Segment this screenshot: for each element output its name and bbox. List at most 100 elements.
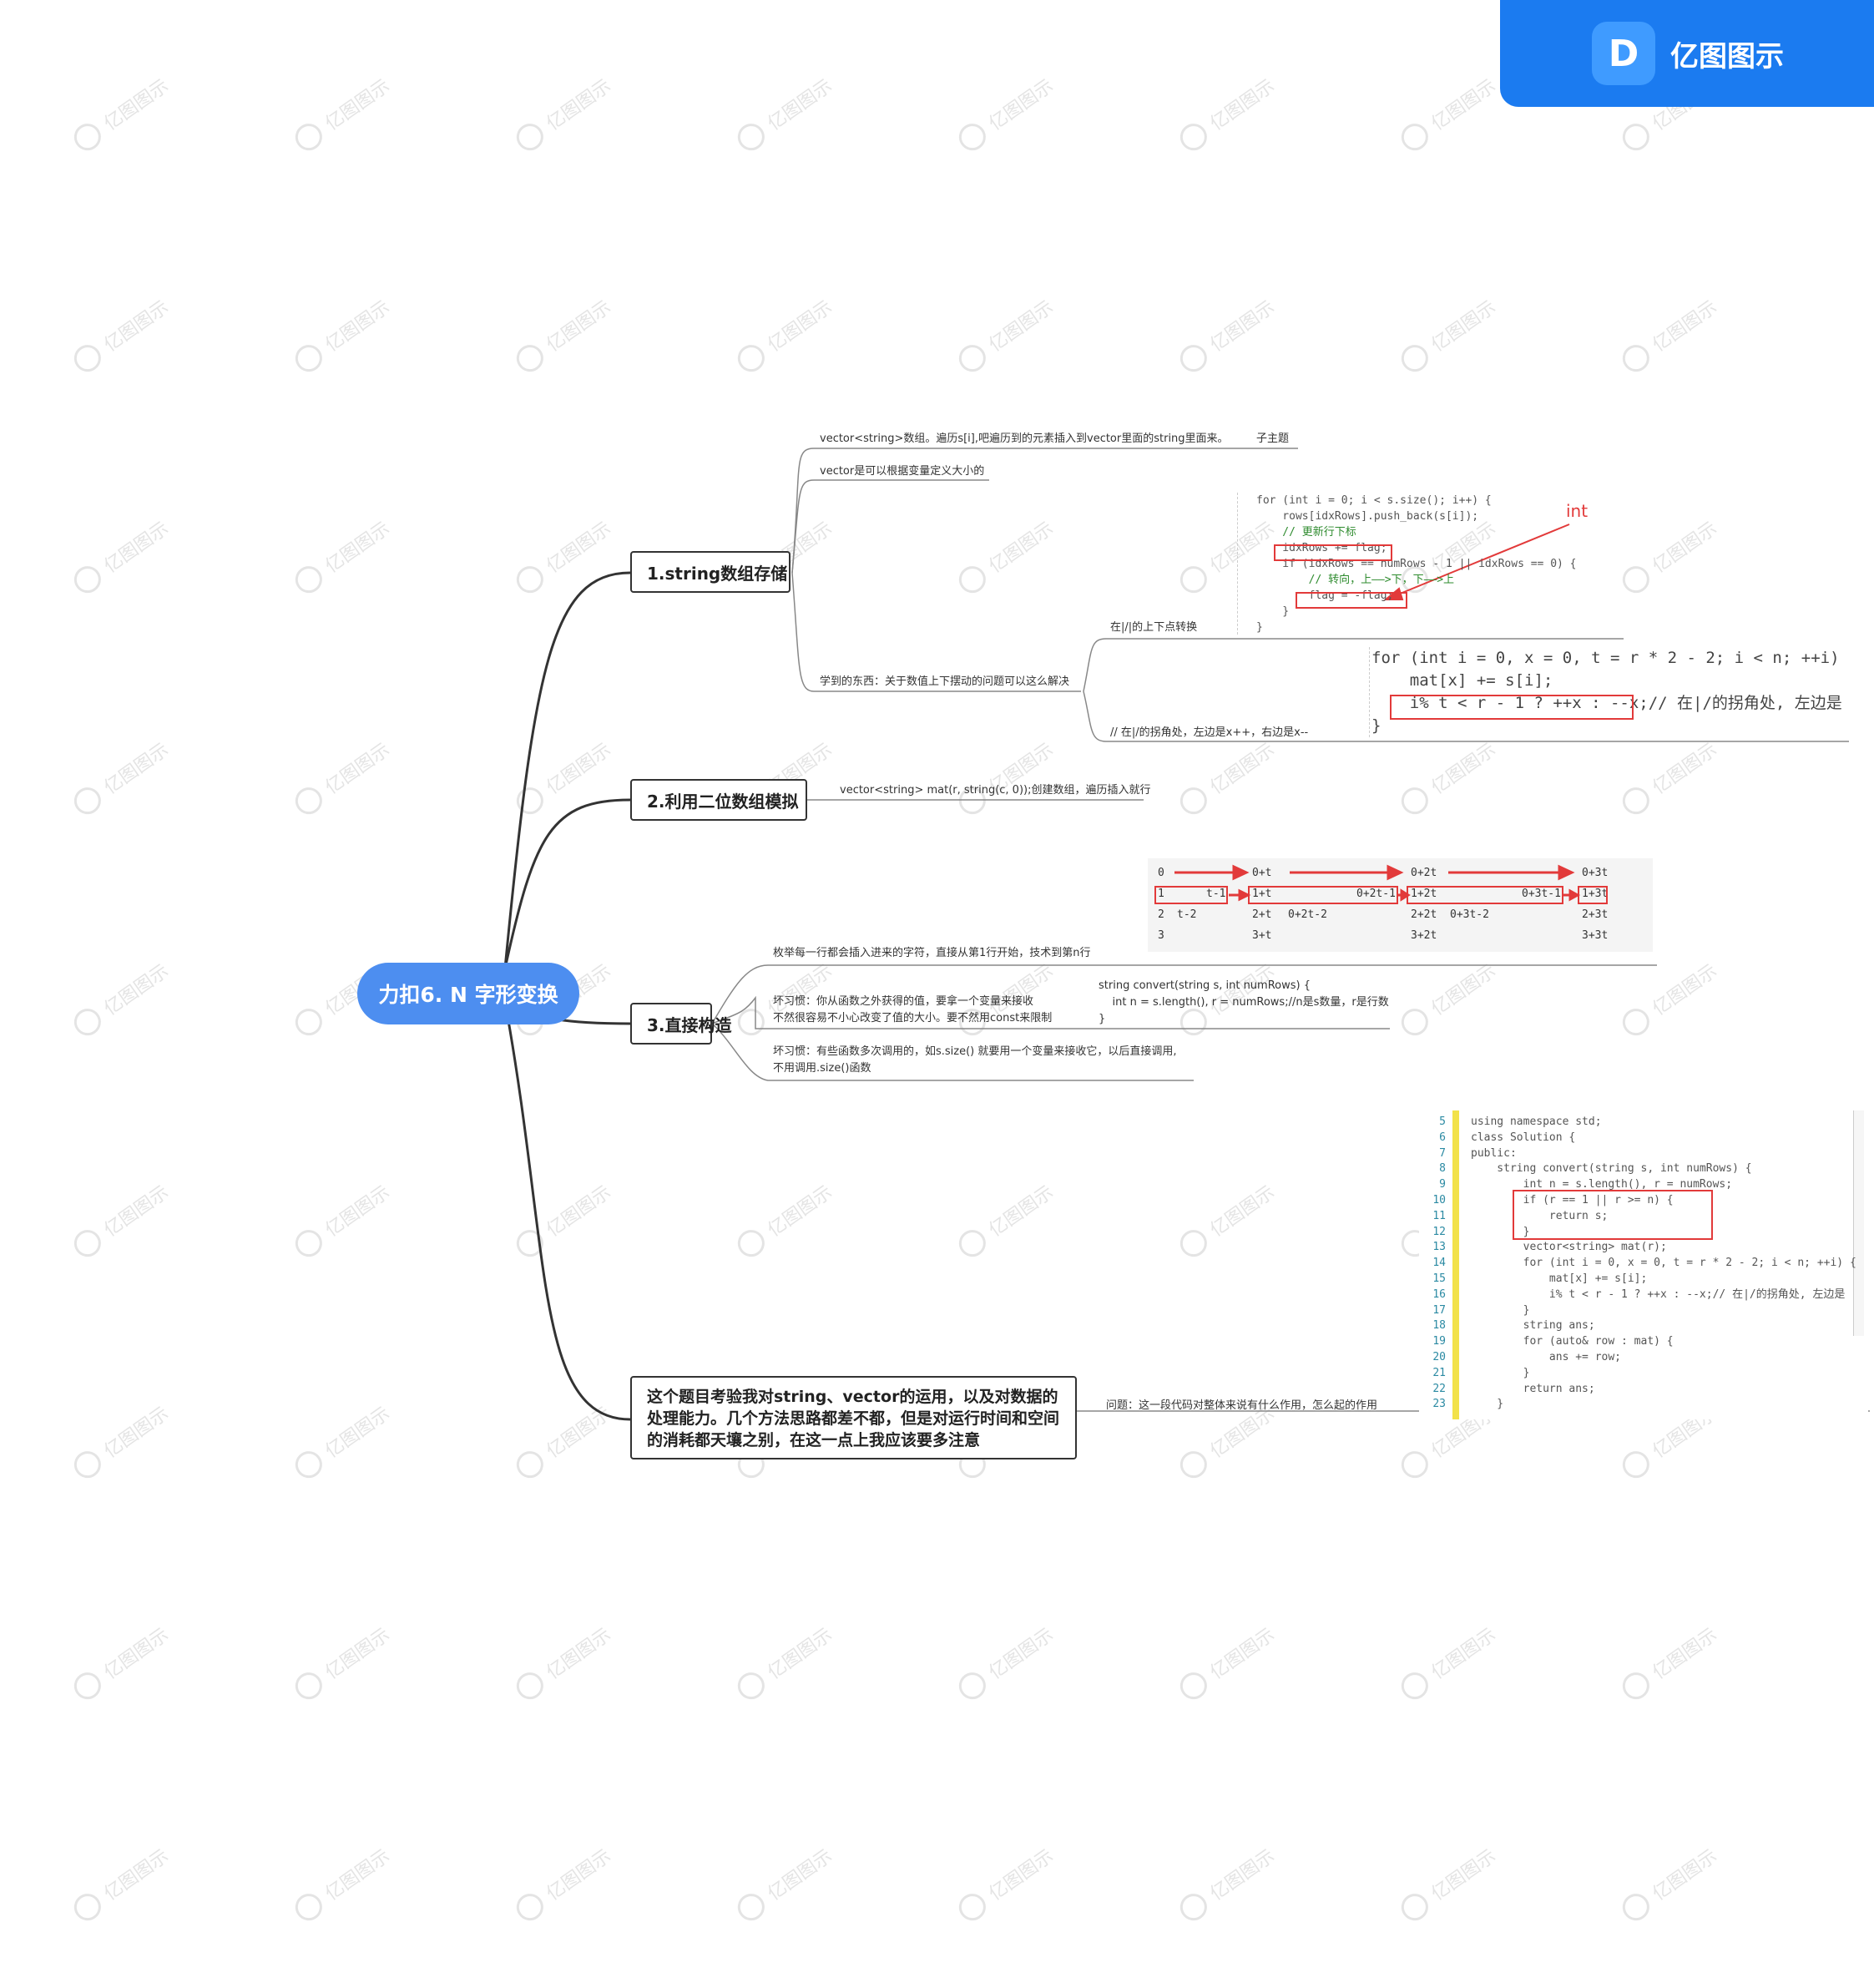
code-line: class Solution { xyxy=(1471,1131,1576,1144)
code-line: mat[x] += s[i]; xyxy=(1471,1272,1648,1285)
subtopic-vector-size[interactable]: vector是可以根据变量定义大小的 xyxy=(820,465,985,478)
line-number: 19 xyxy=(1432,1335,1446,1348)
subtopic-bad-habit-2-line2[interactable]: 不用调用.size()函数 xyxy=(773,1062,871,1075)
code-line: // 转向，上——>下，下——>上 xyxy=(1256,574,1455,586)
code-line: return s; xyxy=(1471,1209,1609,1222)
topic-2d-array[interactable]: 2.利用二位数组模拟 xyxy=(630,779,807,821)
subtopic-learned[interactable]: 学到的东西：关于数值上下摆动的问题可以这么解决 xyxy=(820,675,1070,688)
code-line: } xyxy=(1471,1303,1530,1317)
highlight-early-return xyxy=(1513,1190,1713,1240)
annotation-int: int xyxy=(1566,501,1589,521)
topic-direct-construction[interactable]: 3.直接构造 xyxy=(630,1003,732,1045)
grid-cell: 0+2t xyxy=(1411,867,1437,879)
highlight-idxrows xyxy=(1274,544,1392,561)
line-number: 5 xyxy=(1439,1115,1446,1128)
line-number: 18 xyxy=(1432,1319,1446,1333)
grid-cell: 2+2t xyxy=(1411,908,1437,921)
brand-badge[interactable]: D 亿图图示 xyxy=(1500,0,1874,107)
grid-cell: 3+2t xyxy=(1411,929,1437,942)
code-convert-line3: } xyxy=(1099,1013,1106,1025)
code-line: string ans; xyxy=(1471,1319,1595,1333)
grid-cell: t-2 xyxy=(1177,908,1197,921)
annotation-arrowhead xyxy=(1383,587,1404,600)
line-number: 20 xyxy=(1432,1350,1446,1363)
sub-line-t1-3b xyxy=(1083,690,1849,742)
code-line: string convert(string s, int numRows) { xyxy=(1471,1162,1752,1176)
grid-cell: t-1 xyxy=(1206,888,1226,900)
grid-cell: 1 xyxy=(1158,888,1164,900)
subtopic-bad-habit-1-line1[interactable]: 坏习惯：你从函数之外获得的值，要拿一个变量来接收 xyxy=(773,995,1034,1008)
grid-cell: 1+2t xyxy=(1411,888,1437,900)
editor-gutter-bar xyxy=(1452,1110,1459,1419)
grid-cell: 0 xyxy=(1158,867,1164,879)
line-number: 23 xyxy=(1432,1398,1446,1411)
code-line: public: xyxy=(1471,1146,1517,1160)
subtopic-bad-habit-1-line2[interactable]: 不然很容易不小心改变了值的大小。要不然用const来限制 xyxy=(773,1012,1053,1024)
subtopic-tag[interactable]: 子主题 xyxy=(1256,433,1290,445)
grid-cell: 0+3t-2 xyxy=(1450,908,1489,921)
grid-cell: 1+t xyxy=(1252,888,1272,900)
grid-cell: 2 xyxy=(1158,908,1164,921)
code-line: } xyxy=(1471,1366,1530,1379)
topic-summary[interactable]: 这个题目考验我对string、vector的运用，以及对数据的处理能力。几个方法… xyxy=(630,1376,1077,1459)
grid-cell: 0+2t-2 xyxy=(1288,908,1327,921)
code-line: using namespace std; xyxy=(1471,1115,1602,1128)
subtopic-mat-create[interactable]: vector<string> mat(r, string(c, 0));创建数组… xyxy=(840,784,1151,797)
topic-string-array[interactable]: 1.string数组存储 xyxy=(630,551,791,593)
line-number: 17 xyxy=(1432,1303,1446,1317)
edraw-logo-icon: D xyxy=(1592,22,1655,85)
grid-cell: 0+t xyxy=(1252,867,1272,879)
code-line: } xyxy=(1371,716,1382,735)
line-number: 7 xyxy=(1439,1146,1446,1160)
code-line: i% t < r - 1 ? ++x : --x;// 在|/的拐角处, 左边是 xyxy=(1471,1287,1846,1301)
grid-cell: 3+t xyxy=(1252,929,1272,942)
subtopic-turn-points[interactable]: 在|/|的上下点转换 xyxy=(1110,621,1198,634)
grid-cell: 0+3t xyxy=(1582,867,1609,879)
zigzag-index-grid: 0 0+t 0+2t 0+3t 1 t-1 1+t 0+2t-1 1+2t 0+… xyxy=(1148,858,1653,952)
sub-line-t1-3 xyxy=(791,572,1081,692)
subtopic-enumerate-rows[interactable]: 枚举每一行都会插入进来的字符，直接从第1行开始，技术到第n行 xyxy=(773,947,1091,959)
line-number: 16 xyxy=(1432,1287,1446,1301)
line-number: 6 xyxy=(1439,1131,1446,1144)
code-line: } xyxy=(1471,1398,1504,1411)
grid-arrows xyxy=(1174,864,1581,902)
subtopic-corner-comment[interactable]: // 在|/的拐角处，左边是x++，右边是x-- xyxy=(1110,726,1309,739)
code-line: if (r == 1 || r >= n) { xyxy=(1471,1193,1674,1206)
code-line: rows[idxRows].push_back(s[i]); xyxy=(1256,510,1479,523)
code-line: return ans; xyxy=(1471,1382,1595,1395)
code-snippet-rows: for (int i = 0; i < s.size(); i++) { row… xyxy=(1237,493,1614,635)
code-line: } xyxy=(1256,605,1290,618)
sub-line-t1-3a xyxy=(1083,638,1624,692)
line-number: 11 xyxy=(1432,1209,1446,1222)
code-convert-line2: int n = s.length(), r = numRows;//n是s数量，… xyxy=(1099,996,1389,1009)
grid-cell: 0+2t-1 xyxy=(1356,888,1396,900)
code-line: mat[x] += s[i]; xyxy=(1371,671,1553,690)
highlight-flag xyxy=(1296,592,1407,609)
grid-highlight xyxy=(1154,886,1228,904)
code-line: for (int i = 0; i < s.size(); i++) { xyxy=(1256,494,1492,507)
code-line: // 更新行下标 xyxy=(1256,526,1356,539)
sub-line-t1-2 xyxy=(791,479,989,574)
code-line: } xyxy=(1471,1225,1530,1238)
subtopic-question[interactable]: 问题：这一段代码对整体来说有什么作用，怎么起的作用 xyxy=(1106,1399,1378,1412)
grid-cell: 3+3t xyxy=(1582,929,1609,942)
editor-scrollbar[interactable] xyxy=(1853,1110,1864,1336)
central-topic[interactable]: 力扣6. N 字形变换 xyxy=(357,963,579,1024)
sub-line-t3-1 xyxy=(711,964,1657,1024)
subtopic-vector-string-array[interactable]: vector<string>数组。遍历s[i],吧遍历到的元素插入到vector… xyxy=(820,433,1229,445)
line-number: 12 xyxy=(1432,1225,1446,1238)
line-number: 21 xyxy=(1432,1366,1446,1379)
code-line: int n = s.length(), r = numRows; xyxy=(1471,1178,1733,1191)
annotation-arrow xyxy=(1389,524,1570,599)
grid-cell: 3 xyxy=(1158,929,1164,942)
line-number: 8 xyxy=(1439,1162,1446,1176)
grid-cell: 2+3t xyxy=(1582,908,1609,921)
line-number: 22 xyxy=(1432,1382,1446,1395)
line-number: 10 xyxy=(1432,1193,1446,1206)
grid-cell: 1+3t xyxy=(1582,888,1609,900)
line-number: 14 xyxy=(1432,1257,1446,1270)
highlight-ternary xyxy=(1390,695,1634,720)
subtopic-bad-habit-2-line1[interactable]: 坏习惯：有些函数多次调用的，如s.size() 就要用一个变量来接收它，以后直接… xyxy=(773,1045,1177,1058)
